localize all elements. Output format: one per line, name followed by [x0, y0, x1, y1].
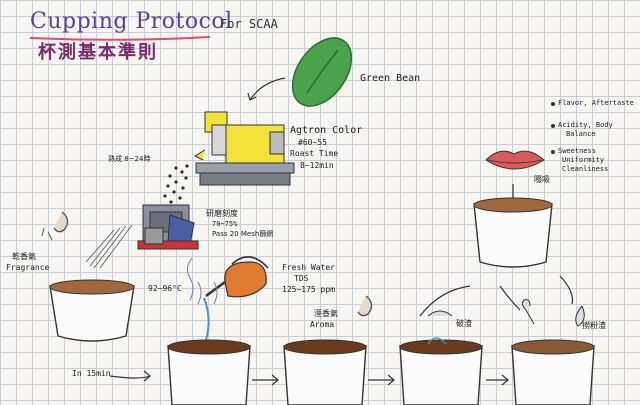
cup-icon-3: [283, 339, 367, 405]
title-underline: [29, 36, 211, 41]
chinese-title: 杯測基本準則: [38, 42, 158, 63]
falling-beans: [163, 164, 189, 204]
flavor-note-4: Sweetness: [558, 147, 596, 155]
cup-icon-5: [511, 339, 595, 405]
grounds-stream: [85, 224, 133, 269]
water-stream: [203, 297, 210, 341]
break-crust-label: 破渣: [456, 319, 472, 328]
arrow-bean-roaster: [249, 77, 286, 101]
page-subtitle: For SCAA: [220, 17, 278, 31]
aroma-label: Aroma: [310, 320, 335, 329]
agtron-value: #60~55: [298, 138, 327, 147]
roaster-icon: [193, 111, 295, 186]
lips-icon: [485, 150, 545, 170]
nose-icon: [53, 211, 69, 233]
steam-icon: [186, 257, 218, 305]
flavor-note-3: Balance: [566, 130, 596, 138]
time-label: In 15min: [72, 369, 111, 378]
grind-mesh: Pass 20 Mesh篩網: [212, 230, 274, 238]
temperature-label: 92~96°C: [148, 284, 182, 293]
grind-label: 研磨刻度: [206, 209, 238, 218]
spoon-icon: [427, 310, 453, 317]
nose-icon-aroma: [357, 295, 373, 317]
tds-label: TDS: [294, 274, 309, 283]
roast-time-value: 8~12min: [300, 161, 334, 170]
flavor-note-2: Acidity, Body: [558, 121, 613, 129]
spoon-icon-3: [575, 305, 585, 327]
green-bean-label: Green Bean: [360, 73, 421, 84]
flavor-note-1: Flavor, Aftertaste: [558, 99, 634, 107]
kettle-icon: [205, 256, 269, 298]
tds-value: 125~175 ppm: [282, 285, 335, 294]
grinder-icon: [137, 204, 199, 250]
flavor-note-5: Uniformity: [562, 156, 605, 164]
cup-icon-tasting: [473, 197, 553, 268]
roast-time-label: Roast Time: [290, 149, 339, 158]
fresh-water-label: Fresh Water: [282, 263, 335, 272]
fragrance-label: Fragrance: [6, 263, 50, 272]
skim-label: 撈粉渣: [582, 321, 606, 330]
agtron-label: Agtron Color: [290, 125, 363, 136]
cup-icon-2: [167, 339, 251, 405]
sip-label: 啜吸: [534, 175, 550, 184]
spoon-icon-2: [521, 299, 535, 325]
fragrance-zh-label: 乾香氣: [12, 252, 36, 261]
cup-icon-4: [399, 337, 483, 405]
flow-arrows: [109, 184, 574, 386]
flavor-note-6: Cleanliness: [562, 165, 609, 173]
cup-icon: [49, 279, 135, 342]
rest-time-label: 熟成 8~24時: [108, 155, 151, 163]
green-bean-icon: [291, 37, 353, 107]
aroma-zh-label: 溼香氣: [314, 309, 338, 318]
grind-percent: 70~75%: [212, 220, 238, 228]
page-title: Cupping Protocol: [30, 9, 233, 34]
